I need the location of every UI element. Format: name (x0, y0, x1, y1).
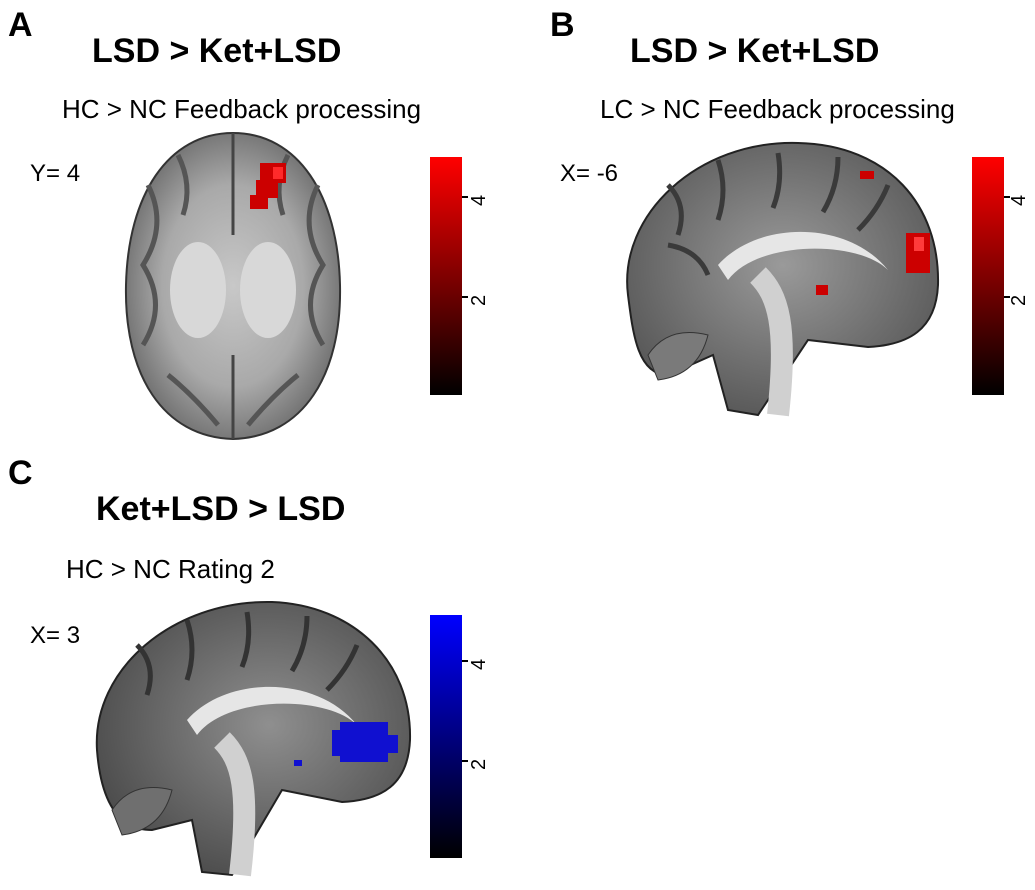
panel-c-colorbar-tick-4 (462, 660, 468, 662)
panel-b-activation-cluster (816, 171, 930, 295)
panel-b-slice-coordinate: X= -6 (560, 160, 619, 187)
panel-b-title: LSD > Ket+LSD (630, 32, 880, 70)
panel-a-colorbar-label-2: 2 (468, 294, 490, 306)
panel-c-colorbar-tick-2 (462, 760, 468, 762)
panel-c-slice-coordinate: X= 3 (30, 622, 81, 649)
panel-b-colorbar-tick-4 (1004, 196, 1010, 198)
panel-c-colorbar-label-4: 4 (468, 658, 490, 670)
panel-b-letter: B (550, 6, 575, 44)
panel-a-title: LSD > Ket+LSD (92, 32, 342, 70)
panel-b-colorbar-label-2: 2 (1008, 294, 1030, 306)
panel-a-colorbar-tick-2 (462, 296, 468, 298)
panel-a-colorbar-gradient (430, 157, 462, 395)
panel-a-colorbar (430, 157, 462, 395)
panel-a-subtitle: HC > NC Feedback processing (62, 94, 422, 124)
panel-b-colorbar-tick-2 (1004, 296, 1010, 298)
panel-b-colorbar (972, 157, 1004, 395)
panel-c-title: Ket+LSD > LSD (96, 490, 346, 528)
panel-c-colorbar-gradient (430, 615, 462, 858)
panel-a-axial-brain-slice (124, 131, 342, 441)
panel-c-colorbar-label-2: 2 (468, 758, 490, 770)
panel-b-colorbar-gradient (972, 157, 1004, 395)
panel-b-sagittal-brain-slice (626, 141, 940, 417)
panel-c-sagittal-brain-slice (95, 600, 412, 877)
panel-c-activation-cluster (294, 722, 398, 766)
panel-b-colorbar-label-4: 4 (1008, 194, 1030, 206)
panel-b-subtitle: LC > NC Feedback processing (600, 94, 955, 124)
panel-c-subtitle: HC > NC Rating 2 (66, 554, 275, 584)
panel-a-slice-coordinate: Y= 4 (30, 160, 81, 187)
panel-a-activation-cluster (250, 163, 286, 209)
panel-a-colorbar-tick-4 (462, 196, 468, 198)
panel-a-colorbar-label-4: 4 (468, 194, 490, 206)
panel-a-letter: A (8, 6, 33, 44)
panel-c-colorbar (430, 615, 462, 858)
panel-c-letter: C (8, 454, 33, 492)
